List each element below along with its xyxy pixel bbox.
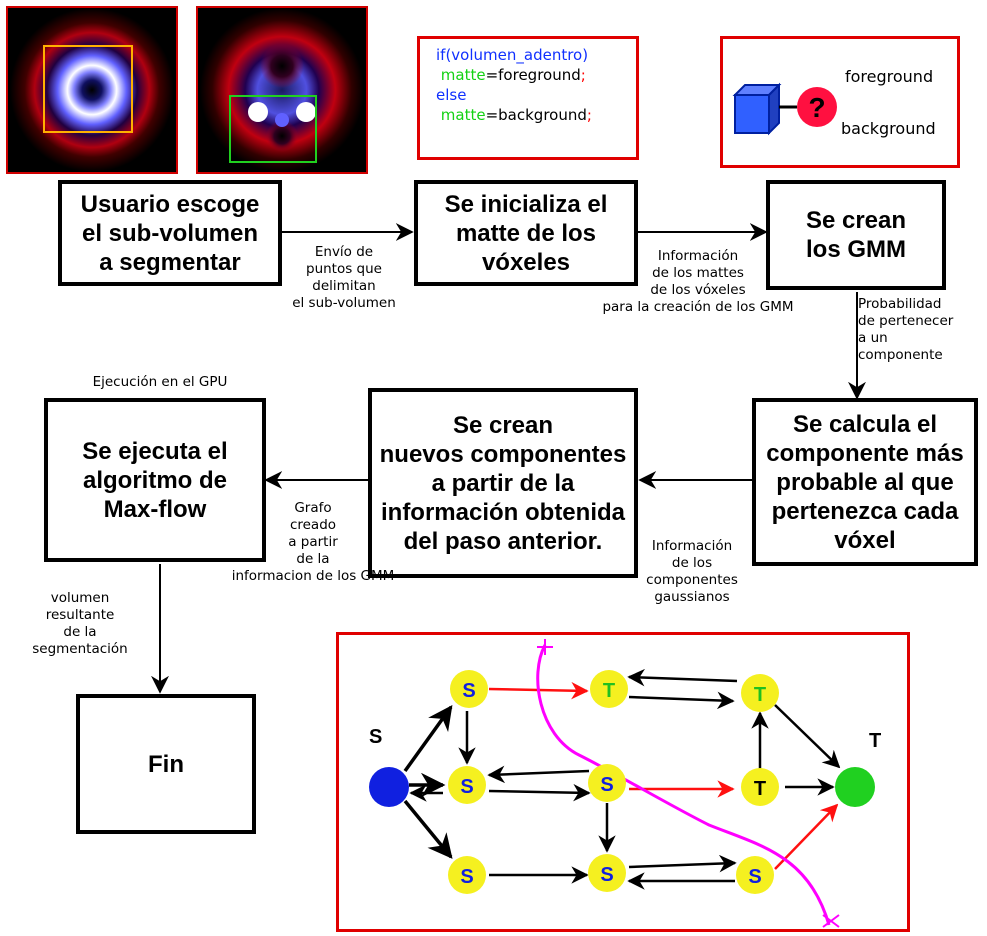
svg-text:S: S: [369, 726, 382, 748]
svg-text:S: S: [600, 774, 613, 796]
matte-code-box: if(volumen_adentro) matte=foreground; el…: [417, 36, 639, 160]
maxflow-box: Se ejecuta el algoritmo de Max-flow: [44, 398, 266, 562]
svg-text:S: S: [748, 866, 761, 888]
new-components-box: Se crean nuevos componentes a partir de …: [368, 388, 638, 578]
voxel-classification-box: ? foreground background: [720, 36, 960, 168]
cut-curve: [536, 644, 831, 926]
probabilidad-label: Probabilidad de pertenecer a un componen…: [858, 296, 954, 363]
volumen-label: volumen resultante de la segmentación: [32, 590, 128, 657]
calc-component-box: Se calcula el componente más probable al…: [752, 398, 978, 566]
sink-node: [835, 767, 875, 807]
code-line-2: matte=foreground;: [436, 66, 586, 84]
svg-text:S: S: [600, 864, 613, 886]
code-background: =background: [485, 106, 587, 124]
info-componentes-label: Información de los componentes gaussiano…: [646, 538, 738, 605]
user-selects-subvolume-box: Usuario escoge el sub-volumen a segmenta…: [58, 180, 282, 286]
volume-render-ring-image: [6, 6, 178, 174]
code-line-1: if(volumen_adentro): [436, 46, 589, 64]
code-line-4: matte=background;: [436, 106, 592, 124]
svg-text:T: T: [869, 730, 881, 752]
grafo-label: Grafo creado a partir de la informacion …: [231, 500, 395, 584]
code-line-3: else: [436, 86, 467, 104]
graph-cut-diagram: S T S T T S S T S S S: [369, 639, 881, 928]
source-node: [369, 767, 409, 807]
fin-box: Fin: [76, 694, 256, 834]
svg-text:S: S: [460, 776, 473, 798]
init-matte-box: Se inicializa el matte de los vóxeles: [414, 180, 638, 286]
envio-label: Envío de puntos que delimitan el sub-vol…: [292, 244, 396, 311]
graph-cut-box: S T S T T S S T S S S: [336, 632, 910, 932]
info-mattes-label: Información de los mattes de los vóxeles…: [602, 248, 794, 315]
foreground-label: foreground: [845, 67, 934, 86]
create-gmm-box: Se crean los GMM: [766, 180, 946, 290]
svg-text:S: S: [462, 680, 475, 702]
code-foreground: =foreground: [485, 66, 581, 84]
question-icon: ?: [797, 87, 837, 127]
svg-text:S: S: [460, 866, 473, 888]
cube-icon: [732, 82, 782, 136]
svg-text:T: T: [603, 680, 615, 702]
svg-text:T: T: [754, 684, 766, 706]
svg-text:?: ?: [808, 92, 825, 123]
volume-render-dots-image: [196, 6, 368, 174]
gpu-label: Ejecución en el GPU: [92, 374, 228, 390]
svg-text:T: T: [754, 778, 766, 800]
graph-nodes: S T T S S T S S S: [448, 670, 779, 894]
background-label: background: [841, 119, 936, 138]
